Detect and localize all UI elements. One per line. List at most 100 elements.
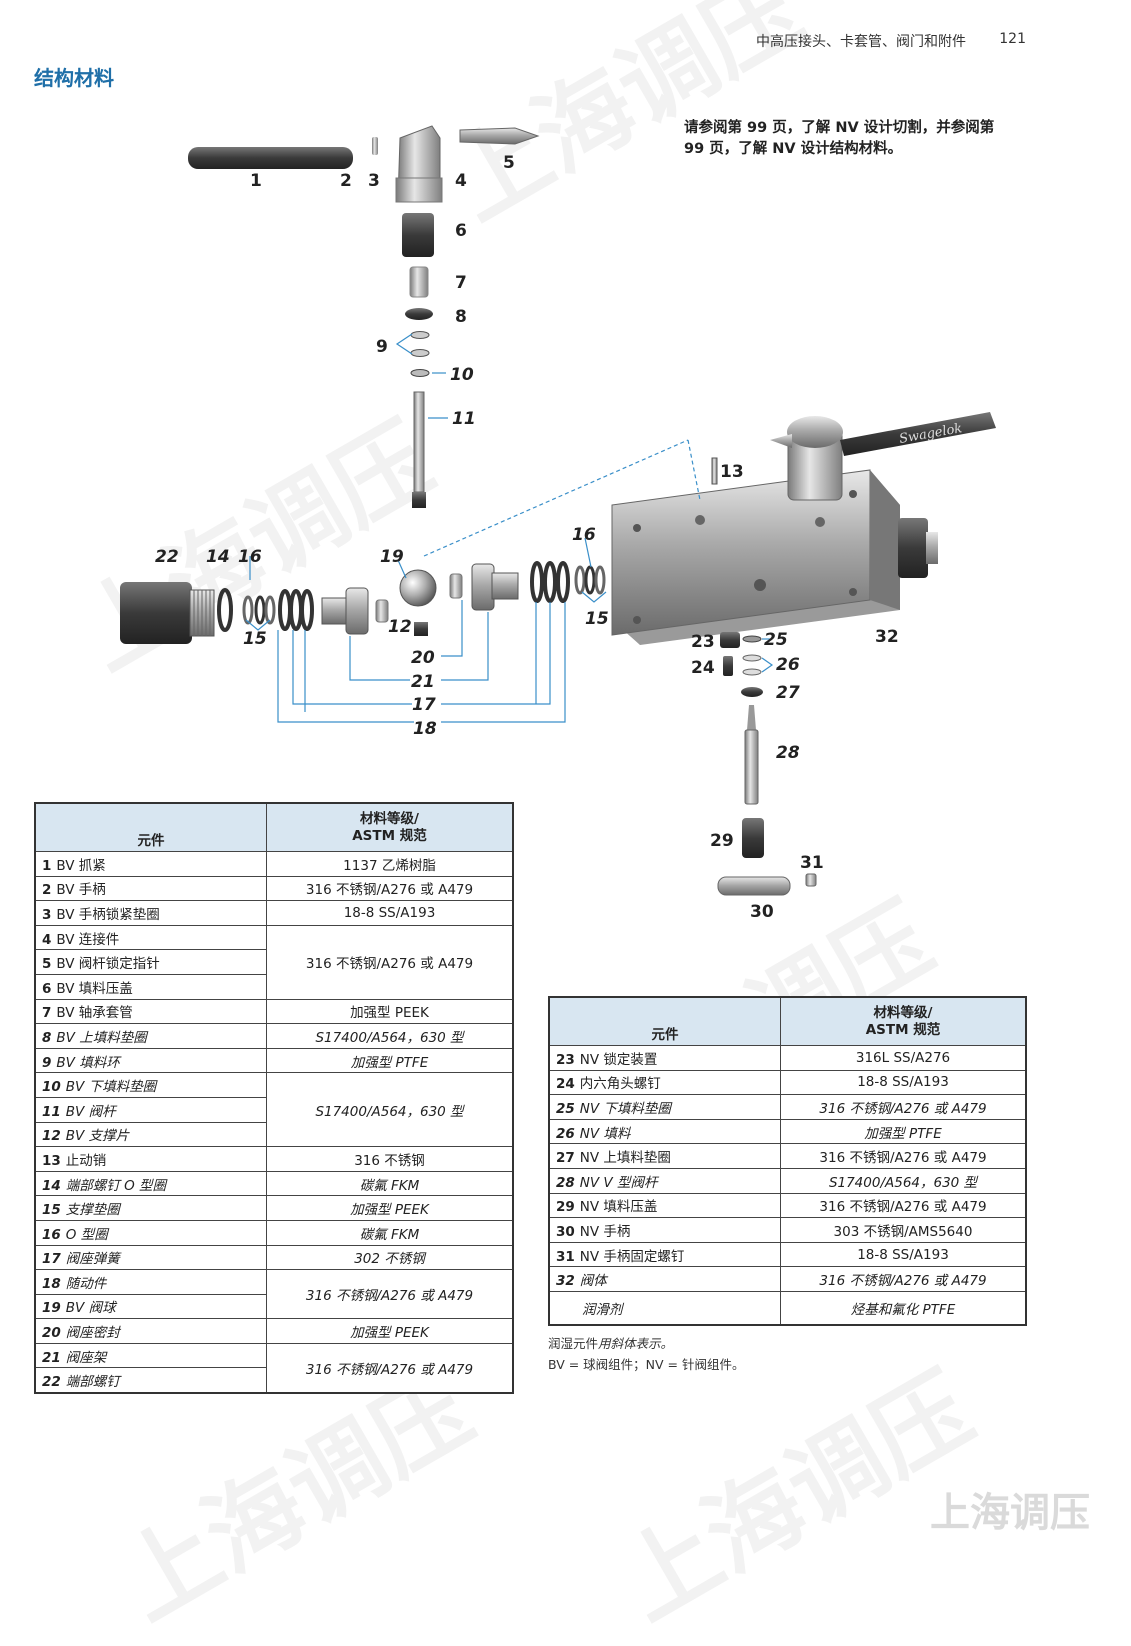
- nv-handle-assembly: Swagelok: [770, 412, 996, 501]
- part-label-23: 23: [691, 632, 715, 652]
- part-11-stem: [412, 391, 426, 508]
- part-label-24: 24: [691, 658, 715, 678]
- part-label-32: 32: [875, 627, 899, 647]
- part-21-seat-carrier-right: [471, 563, 519, 611]
- part-label-7: 7: [455, 273, 467, 293]
- part-29-packing-gland: [742, 818, 764, 858]
- col-material: 材料等级/ ASTM 规范: [266, 802, 514, 852]
- table-row: 润滑剂烃基和氟化 PTFE: [548, 1290, 1027, 1326]
- part-label-21: 21: [411, 672, 435, 692]
- part-14-o-ring: [217, 588, 233, 632]
- part-24-screw: [723, 656, 733, 676]
- section-title: 结构材料: [34, 66, 114, 90]
- part-label-16: 16: [238, 547, 262, 567]
- part-label-14: 14: [206, 547, 230, 567]
- part-label-25: 25: [764, 630, 788, 650]
- part-30-nv-handle: [717, 876, 791, 896]
- part-label-30: 30: [750, 902, 774, 922]
- watermark: 上海调压: [601, 1352, 991, 1642]
- footnote-abbreviations: BV = 球阀组件；NV = 针阀组件。: [548, 1357, 745, 1372]
- part-label-15: 15: [585, 609, 609, 629]
- part-label-8: 8: [455, 307, 467, 327]
- page-number: 121: [999, 31, 1026, 47]
- part-28-v-stem: [744, 705, 759, 805]
- part-label-27: 27: [776, 683, 800, 703]
- part-label-3: 3: [368, 171, 380, 191]
- part-label-11: 11: [452, 409, 476, 429]
- watermark: 上海调压: [930, 1490, 1090, 1536]
- reference-note: 请参阅第 99 页，了解 NV 设计切割，并参阅第 99 页，了解 NV 设计结…: [684, 120, 995, 157]
- part-label-4: 4: [455, 171, 467, 191]
- part-label-9: 9: [376, 337, 388, 357]
- part-label-22: 22: [155, 547, 179, 567]
- part-7-sleeve: [409, 266, 429, 298]
- part-32-valve-body: [611, 469, 938, 645]
- part-label-15: 15: [243, 629, 267, 649]
- part-31-set-screw: [805, 873, 817, 887]
- part-label-10: 10: [450, 365, 474, 385]
- part-label-16: 16: [572, 525, 596, 545]
- part-label-28: 28: [776, 743, 800, 763]
- footnote-wetted: 润湿元件用斜体表示。: [548, 1336, 674, 1351]
- part-22-end-screw: [120, 582, 215, 644]
- part-label-1: 1: [250, 171, 262, 191]
- part-label-19: 19: [380, 547, 404, 567]
- part-3-washer: [372, 137, 378, 155]
- part-label-29: 29: [710, 831, 734, 851]
- part-label-17: 17: [412, 695, 436, 715]
- part-19-ball: [399, 569, 437, 607]
- part-label-6: 6: [455, 221, 467, 241]
- part-label-26: 26: [776, 655, 800, 675]
- part-1-handle: [188, 147, 353, 169]
- part-label-31: 31: [800, 853, 824, 873]
- part-label-13: 13: [720, 462, 744, 482]
- header-text: 中高压接头、卡套管、阀门和附件: [756, 34, 966, 50]
- part-label-12: 12: [388, 617, 412, 637]
- part-23-locking-device: [720, 632, 740, 648]
- part-21-seat-carrier-left: [321, 587, 369, 635]
- col-material: 材料等级/ ASTM 规范: [780, 996, 1027, 1046]
- part-label-20: 20: [411, 648, 435, 668]
- col-component: 元件: [34, 802, 267, 852]
- col-component: 元件: [548, 996, 781, 1046]
- part-5-pointer: [459, 127, 540, 145]
- part-6-packing-gland: [402, 213, 434, 257]
- part-4-connector: [395, 125, 443, 203]
- part-label-18: 18: [413, 719, 437, 739]
- part-13-stop-pin: [711, 457, 718, 485]
- part-label-5: 5: [503, 153, 515, 173]
